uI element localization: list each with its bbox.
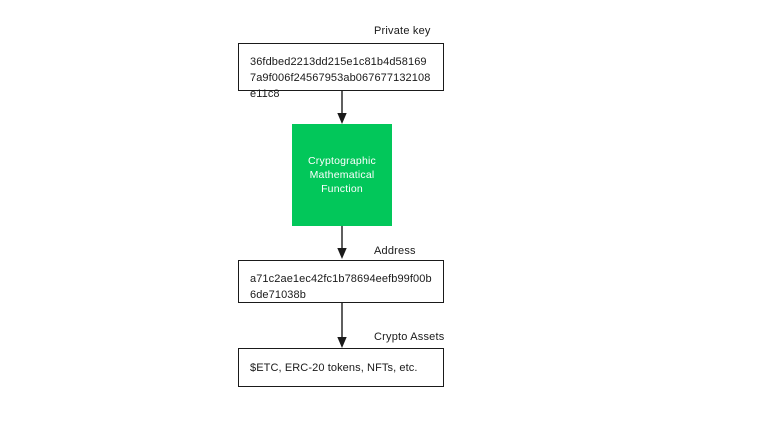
crypto-assets-box: $ETC, ERC-20 tokens, NFTs, etc. xyxy=(238,348,444,387)
arrow-private-key-to-function xyxy=(335,91,349,124)
address-box: a71c2ae1ec42fc1b78694eefb99f00b6de71038b xyxy=(238,260,444,303)
crypto-assets-value: $ETC, ERC-20 tokens, NFTs, etc. xyxy=(250,361,418,374)
private-key-value: 36fdbed2213dd215e1c81b4d581697a9f006f245… xyxy=(250,56,431,100)
private-key-box: 36fdbed2213dd215e1c81b4d581697a9f006f245… xyxy=(238,43,444,100)
arrow-address-to-assets xyxy=(335,303,349,348)
arrow-function-to-address xyxy=(335,226,349,259)
cryptographic-function-text: Cryptographic Mathematical Function xyxy=(308,155,376,195)
address-value: a71c2ae1ec42fc1b78694eefb99f00b6de71038b xyxy=(250,273,432,301)
address-label: Address xyxy=(374,245,416,257)
crypto-assets-label: Crypto Assets xyxy=(374,331,445,343)
private-key-label: Private key xyxy=(374,25,431,37)
cryptographic-function-box: Cryptographic Mathematical Function xyxy=(292,124,392,226)
